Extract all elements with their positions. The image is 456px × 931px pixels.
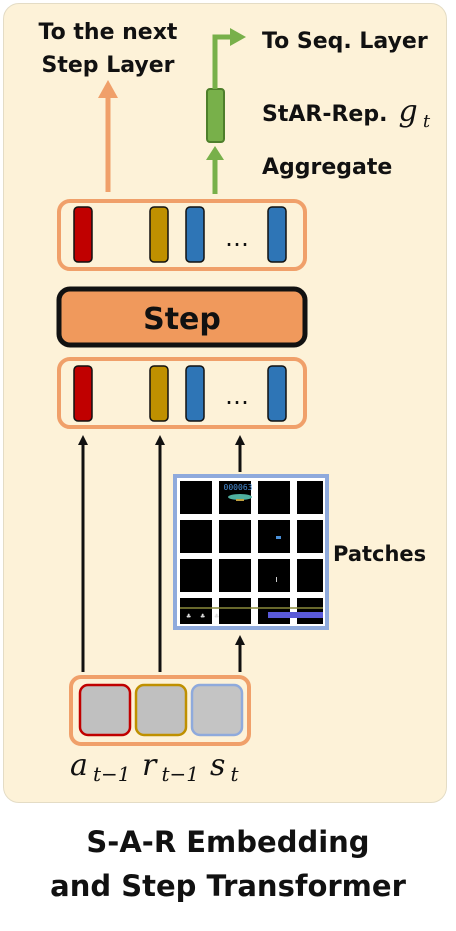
action-embedding <box>78 683 132 737</box>
output-state-token-n <box>267 206 287 263</box>
patch <box>180 598 212 624</box>
patch <box>180 520 212 553</box>
aggregate-arrow-head <box>206 146 224 160</box>
next-step-arrow-head <box>98 80 118 98</box>
game-score: 000063 <box>224 483 253 492</box>
output-ellipsis: … <box>225 224 249 252</box>
game-lives-icon: ♣ <box>186 613 191 620</box>
game-projectile <box>276 577 277 582</box>
next-step-label-line2: Step Layer <box>42 53 175 78</box>
a-subscript: t−1 <box>93 762 131 786</box>
output-action-token <box>73 206 93 263</box>
game-enemy <box>276 536 281 539</box>
a-symbol: a <box>70 748 88 783</box>
output-token-row <box>57 199 307 271</box>
patch <box>219 520 251 553</box>
reward-embedding <box>134 683 188 737</box>
input-token-row <box>57 357 307 429</box>
input-reward-token <box>149 365 169 422</box>
aggregate-label: Aggregate <box>262 155 392 180</box>
s-symbol: s <box>210 748 225 783</box>
reward-symbol: r t−1 <box>142 748 199 786</box>
s-subscript: t <box>231 762 240 786</box>
star-rep-label: StAR-Rep. g t <box>262 94 431 132</box>
game-ship-detail <box>236 499 244 501</box>
patch <box>297 559 323 592</box>
r-symbol: r <box>142 748 158 783</box>
state-embedding <box>190 683 244 737</box>
patch <box>297 520 323 553</box>
patch <box>180 481 212 514</box>
caption-line1: S-A-R Embedding <box>86 825 370 859</box>
patch <box>258 559 290 592</box>
input-action-token <box>73 365 93 422</box>
step-label: Step <box>143 302 221 337</box>
patch <box>258 520 290 553</box>
to-seq-label: To Seq. Layer <box>262 29 428 54</box>
patch <box>297 598 323 624</box>
patch <box>258 598 290 624</box>
patch-grid: 000063 ♣ ♣ ♣ <box>173 474 329 630</box>
patch <box>180 559 212 592</box>
next-step-label-line1: To the next <box>39 20 178 45</box>
star-rep-text: StAR-Rep. <box>262 102 387 127</box>
embedding-row <box>69 675 251 746</box>
state-symbol: s t <box>210 748 240 786</box>
game-energy-bar <box>268 612 323 618</box>
output-state-token-1 <box>185 206 205 263</box>
star-rep-token <box>206 88 225 143</box>
output-reward-token <box>149 206 169 263</box>
game-ship <box>228 494 252 500</box>
patches-label: Patches <box>333 542 426 566</box>
caption-line2: and Step Transformer <box>50 869 406 903</box>
input-state-token-n <box>267 365 287 422</box>
input-ellipsis: … <box>225 382 249 410</box>
patch <box>258 481 290 514</box>
r-subscript: t−1 <box>161 762 199 786</box>
input-state-token-1 <box>185 365 205 422</box>
patch <box>297 481 323 514</box>
action-symbol: a t−1 <box>70 748 131 786</box>
star-rep-subscript: t <box>423 111 431 132</box>
game-lives-icon: ♣ <box>200 613 205 620</box>
patch <box>219 598 251 624</box>
seq-arrow-head <box>230 28 246 46</box>
patch <box>219 559 251 592</box>
step-transformer-block <box>56 286 308 348</box>
star-rep-symbol: g <box>399 94 418 129</box>
game-lives-icon: ♣ <box>214 613 219 620</box>
